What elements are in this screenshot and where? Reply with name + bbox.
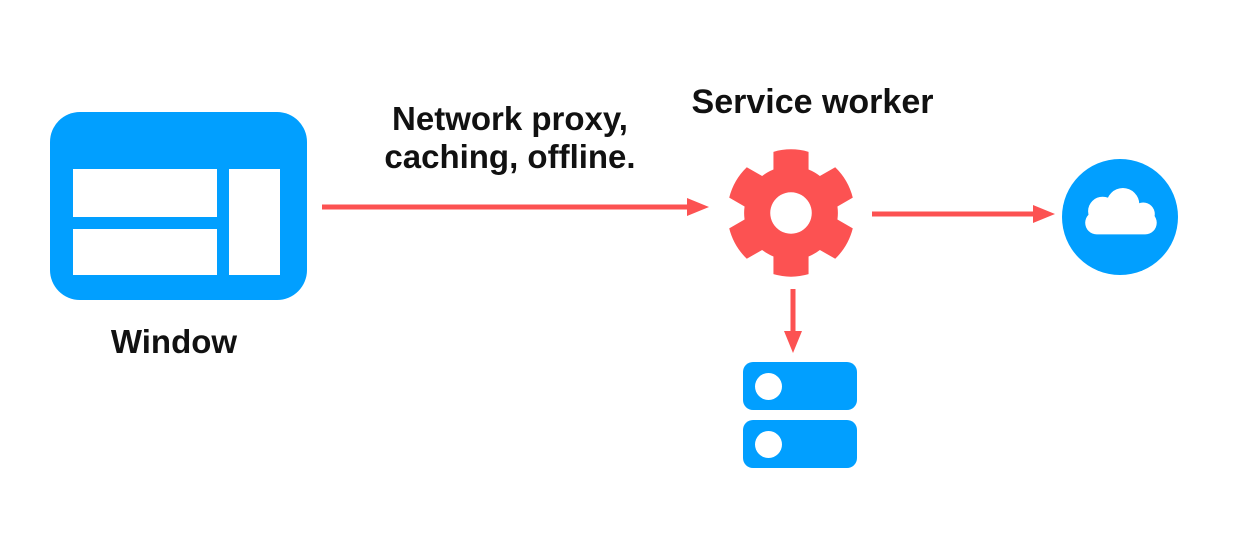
window-pane-bottom (73, 229, 217, 275)
cloud-shape (1085, 188, 1157, 235)
storage-disk-bottom (743, 420, 857, 468)
window-label: Window (110, 323, 238, 360)
cloud-icon (1062, 159, 1178, 275)
gear-icon (729, 149, 853, 277)
service-worker-title: Service worker (691, 83, 934, 121)
arrow-annotation-line1: Network proxy, (392, 100, 628, 137)
storage-disk-top (743, 362, 857, 410)
browser-window-icon (50, 112, 307, 300)
arrow-annotation: Network proxy, caching, offline. (330, 100, 690, 176)
arrow-annotation-line2: caching, offline. (384, 138, 636, 175)
storage-icon (743, 362, 857, 469)
window-pane-top (73, 169, 217, 217)
window-pane-sidebar (229, 169, 280, 275)
